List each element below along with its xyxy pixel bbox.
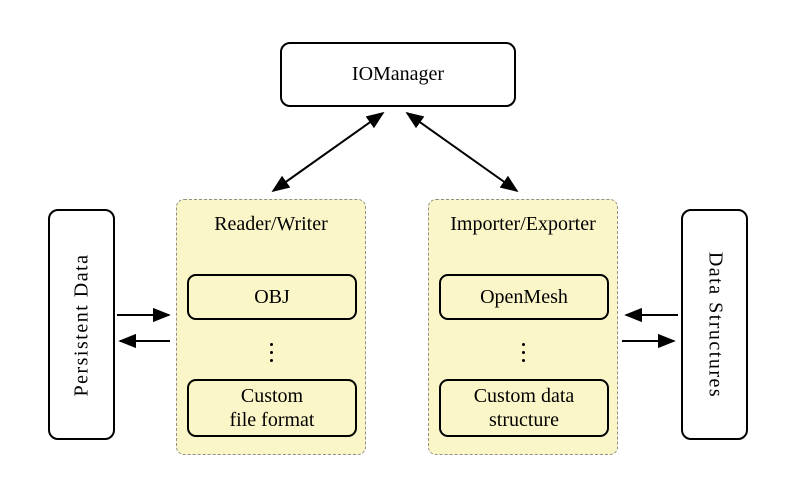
- iomanager-box: IOManager: [280, 42, 516, 107]
- data-structures-label: Data Structures: [704, 251, 726, 398]
- importer-exporter-group: Importer/Exporter OpenMesh Custom data s…: [428, 199, 618, 455]
- custom-data-structure-box: Custom data structure: [439, 379, 609, 437]
- arrow-iomanager-importer-exporter: [405, 111, 519, 193]
- custom-data-structure-label: Custom data structure: [473, 384, 575, 431]
- iomanager-label: IOManager: [351, 63, 445, 85]
- data-structures-box: Data Structures: [681, 209, 748, 440]
- custom-file-format-box: Custom file format: [187, 379, 357, 437]
- openmesh-box: OpenMesh: [439, 274, 609, 320]
- vertical-ellipsis-icon: [177, 339, 365, 366]
- reader-writer-group: Reader/Writer OBJ Custom file format: [176, 199, 366, 455]
- obj-label: OBJ: [254, 285, 290, 308]
- openmesh-label: OpenMesh: [480, 285, 568, 308]
- custom-file-format-label: Custom file format: [229, 384, 315, 431]
- vertical-ellipsis-icon: [429, 339, 617, 366]
- importer-exporter-title: Importer/Exporter: [450, 213, 596, 235]
- persistent-data-label: Persistent Data: [70, 252, 92, 397]
- persistent-data-box: Persistent Data: [48, 209, 115, 440]
- arrow-iomanager-reader-writer: [271, 111, 385, 193]
- reader-writer-title: Reader/Writer: [214, 213, 328, 235]
- obj-box: OBJ: [187, 274, 357, 320]
